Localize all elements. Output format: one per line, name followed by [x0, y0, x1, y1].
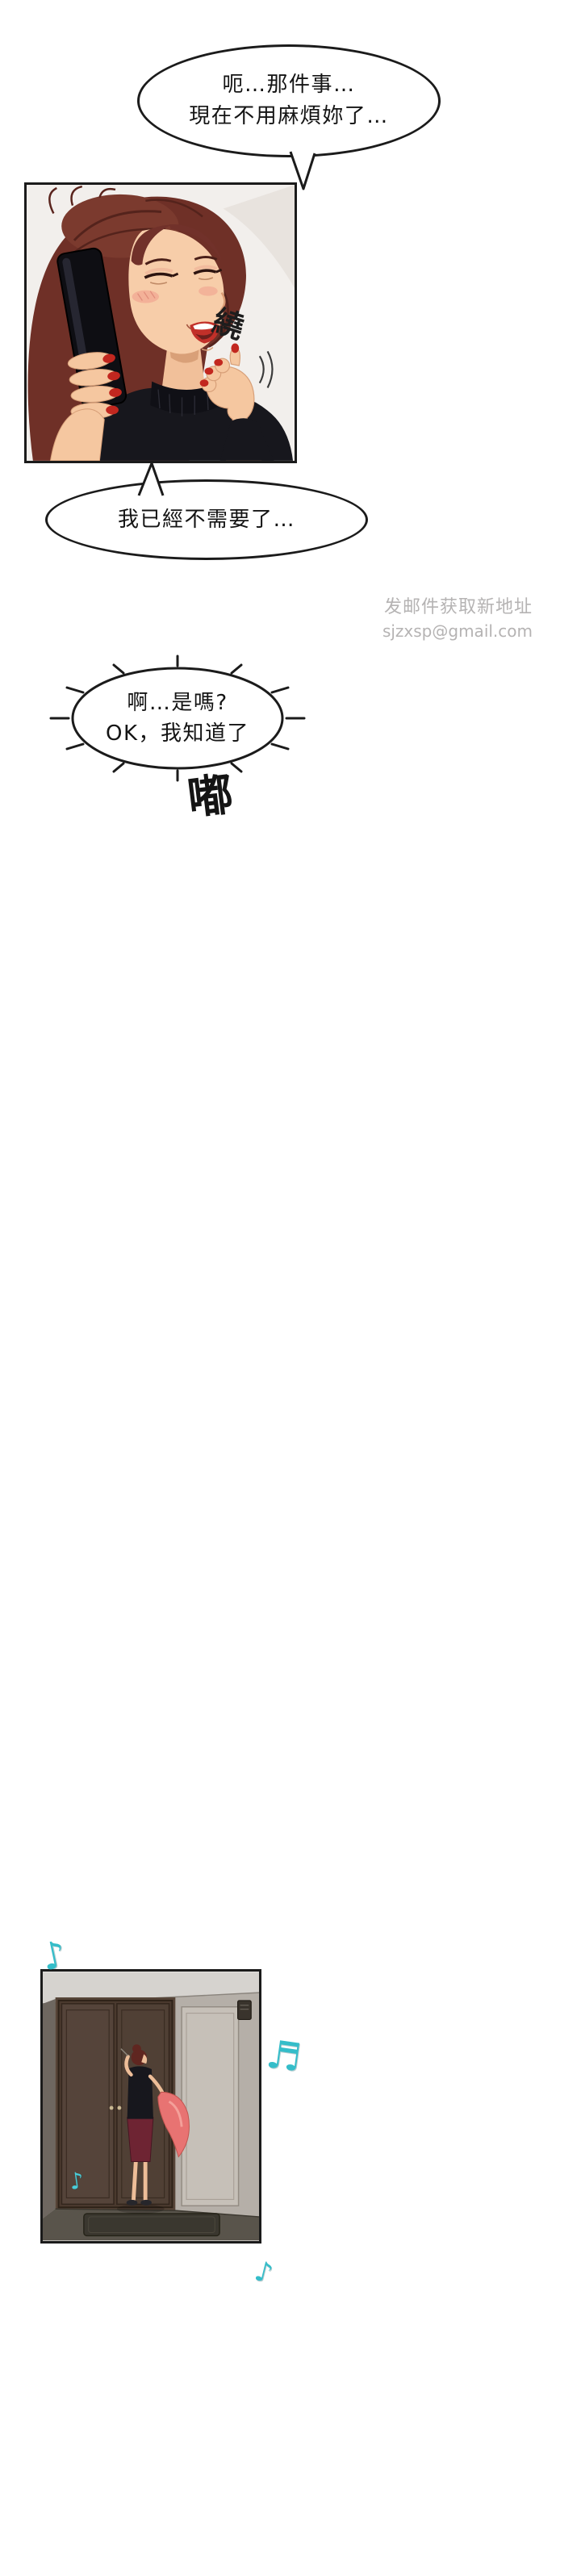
speech-text: 呃…那件事… — [222, 73, 356, 97]
closet-doors — [55, 1997, 176, 2211]
watermark-email: sjzxsp@gmail.com — [382, 621, 533, 641]
bubble-tail-down-icon — [289, 151, 316, 190]
watermark: 发邮件获取新地址 sjzxsp@gmail.com — [382, 596, 533, 642]
red-nails-left — [102, 353, 122, 415]
watermark-text: 发邮件获取新地址 — [383, 597, 533, 617]
speech-text: 啊…是嗎? — [127, 691, 228, 715]
burst-bubble-outline — [49, 654, 306, 782]
panel-phone-call: 繞 — [24, 182, 297, 463]
burst-ticks — [49, 654, 306, 782]
ceiling — [43, 1972, 259, 2004]
music-note-icon: ♬ — [263, 2031, 304, 2081]
red-nails-right — [199, 343, 240, 387]
speech-bubble-burst: 啊…是嗎? OK，我知道了 — [48, 646, 307, 791]
wall-device — [237, 2000, 252, 2020]
woman-figure — [120, 2044, 190, 2206]
woman-on-phone-illustration — [27, 185, 295, 461]
room-illustration — [43, 1972, 259, 2241]
right-door — [181, 2006, 240, 2206]
speech-text: OK，我知道了 — [105, 721, 249, 746]
bubble-tail-up-icon — [137, 462, 165, 496]
speech-bubble-top: 呃…那件事… 現在不用麻煩妳了… — [137, 44, 441, 157]
hand-holding-phone — [49, 352, 119, 461]
music-note-icon: ♪ — [251, 2254, 277, 2291]
speech-text: 我已經不需要了… — [117, 507, 295, 532]
floor — [43, 2208, 259, 2241]
speech-text: 現在不用麻煩妳了… — [189, 104, 389, 128]
face — [128, 224, 226, 354]
motion-lines — [258, 350, 274, 389]
panel-doorway-scene — [40, 1969, 261, 2244]
speech-bubble-middle: 我已經不需要了… — [45, 479, 368, 560]
sfx-beep-text: 嘟 — [184, 767, 236, 826]
